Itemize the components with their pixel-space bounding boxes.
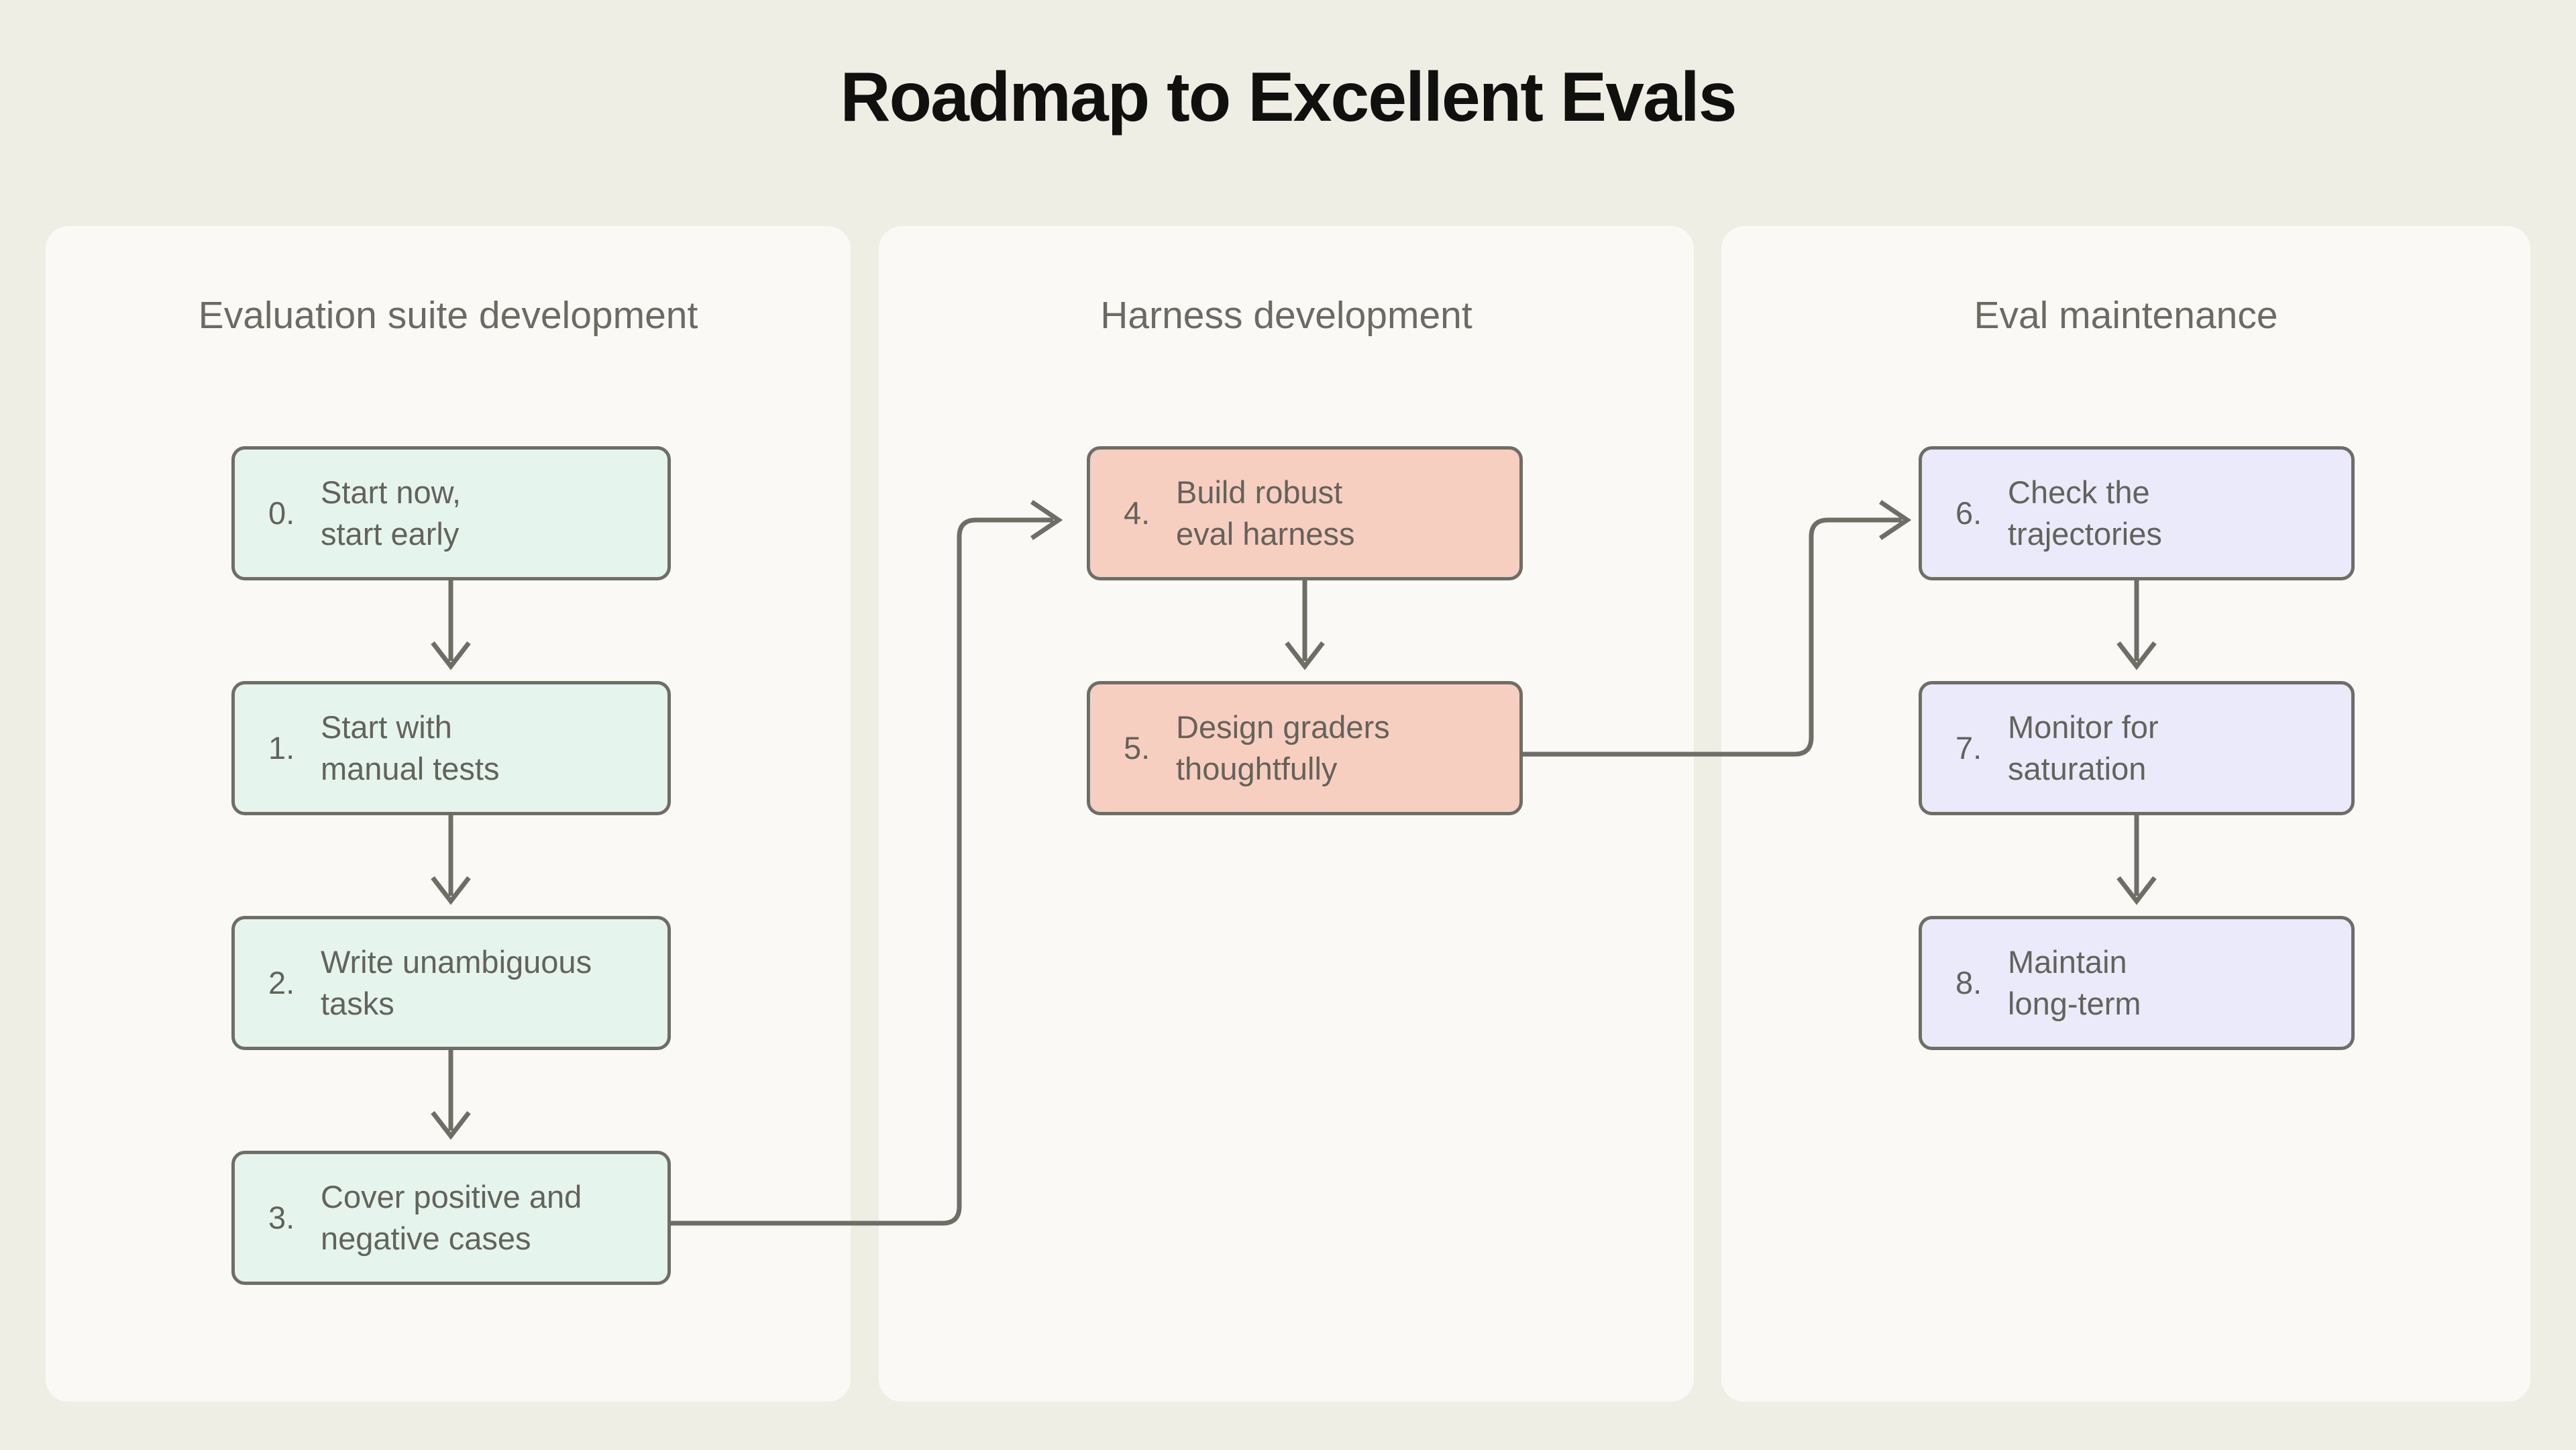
node-2-label: Write unambiguous tasks xyxy=(321,943,592,1022)
node-0-number: 0. xyxy=(268,495,295,531)
node-7-monitor-for-saturation[interactable]: 7. Monitor for saturation xyxy=(1919,681,2355,815)
node-4-number: 4. xyxy=(1124,495,1150,531)
node-3-number: 3. xyxy=(268,1199,295,1235)
node-8-maintain-long-term[interactable]: 8. Maintain long-term xyxy=(1919,916,2355,1050)
node-4-build-robust-eval-harness[interactable]: 4. Build robust eval harness xyxy=(1087,446,1523,580)
panel-title-evaluation-suite-development: Evaluation suite development xyxy=(198,294,698,337)
node-8-number: 8. xyxy=(1955,964,1982,1000)
node-5-label: Design graders thoughtfully xyxy=(1176,709,1390,787)
node-6-check-the-trajectories[interactable]: 6. Check the trajectories xyxy=(1919,446,2355,580)
panel-title-harness-development: Harness development xyxy=(1100,294,1472,337)
panel-title-eval-maintenance: Eval maintenance xyxy=(1974,294,2278,337)
node-6-number: 6. xyxy=(1955,495,1982,531)
node-5-number: 5. xyxy=(1124,729,1150,766)
node-1-number: 1. xyxy=(268,729,295,766)
node-4-label: Build robust eval harness xyxy=(1176,474,1355,552)
node-6-label: Check the trajectories xyxy=(2008,474,2162,552)
node-3-cover-positive-and-negative-cases[interactable]: 3. Cover positive and negative cases xyxy=(231,1151,671,1285)
node-5-design-graders-thoughtfully[interactable]: 5. Design graders thoughtfully xyxy=(1087,681,1523,815)
node-7-number: 7. xyxy=(1955,729,1982,766)
node-1-start-with-manual-tests[interactable]: 1. Start with manual tests xyxy=(231,681,671,815)
node-2-number: 2. xyxy=(268,964,295,1000)
node-7-label: Monitor for saturation xyxy=(2008,709,2159,787)
node-3-label: Cover positive and negative cases xyxy=(321,1178,582,1257)
node-1-label: Start with manual tests xyxy=(321,709,500,787)
node-2-write-unambiguous-tasks[interactable]: 2. Write unambiguous tasks xyxy=(231,916,671,1050)
node-0-start-now-start-early[interactable]: 0. Start now, start early xyxy=(231,446,671,580)
node-0-label: Start now, start early xyxy=(321,474,461,552)
page-title: Roadmap to Excellent Evals xyxy=(840,58,1737,136)
node-8-label: Maintain long-term xyxy=(2008,943,2141,1022)
